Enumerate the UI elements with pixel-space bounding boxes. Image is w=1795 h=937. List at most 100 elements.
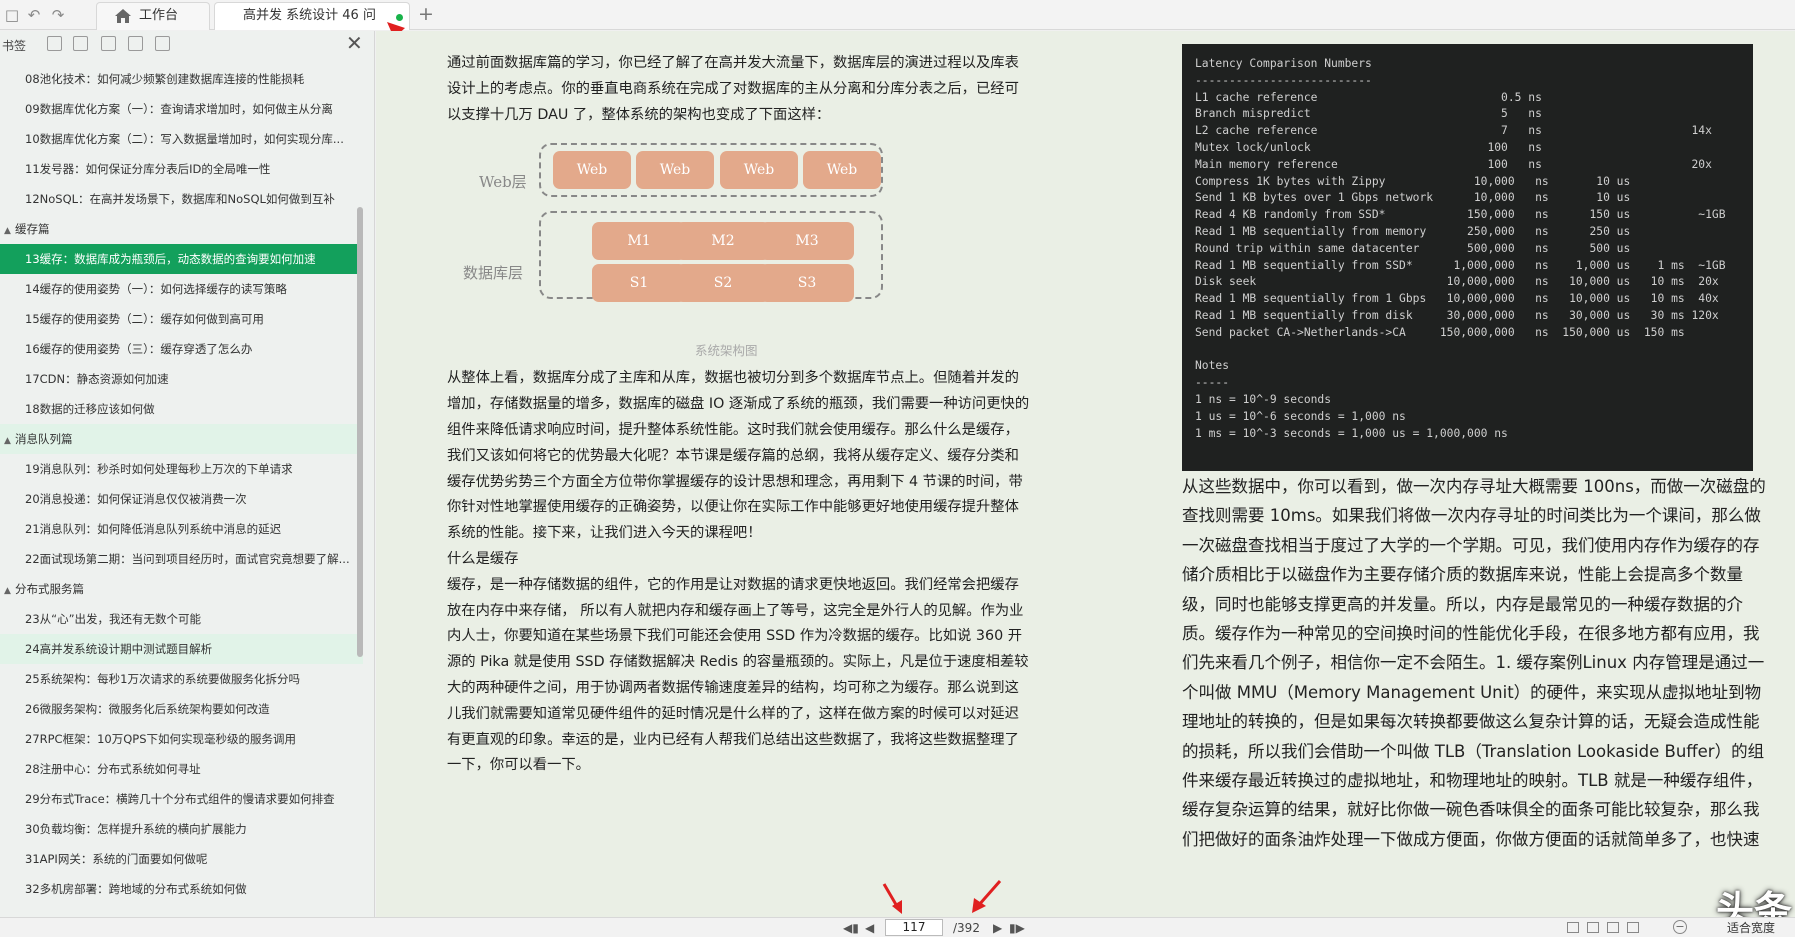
outline-label: 22面试现场第二期：当问到项目经历时，面试官究竟想要了解... <box>25 552 350 566</box>
latency-row: ----- <box>1195 376 1230 390</box>
outline-label: 20消息投递：如何保证消息仅仅被消费一次 <box>25 492 247 506</box>
prev-page-button[interactable]: ◀ <box>865 921 875 935</box>
outline-item[interactable]: 27RPC框架：10万QPS下如何实现毫秒级的服务调用 <box>0 724 363 754</box>
page-left-column: 通过前面数据库篇的学习，你已经了解了在高并发大流量下，数据库层的演进过程以及库表… <box>447 51 1032 779</box>
single-page-view-icon[interactable] <box>1567 922 1579 933</box>
outline-label: 15缓存的使用姿势（二）：缓存如何做到高可用 <box>25 312 264 326</box>
body-paragraph: 从这些数据中，你可以看到，做一次内存寻址大概需要 100ns，而做一次磁盘的查找… <box>1182 477 1766 849</box>
db-layer-label: 数据库层 <box>463 264 524 283</box>
outline-label: 27RPC框架：10万QPS下如何实现毫秒级的服务调用 <box>25 732 297 746</box>
outline-label: 缓存篇 <box>15 222 50 236</box>
first-page-button[interactable]: ◀▮ <box>843 921 859 935</box>
unsaved-dot-icon <box>396 14 403 21</box>
save-icon[interactable]: □ <box>4 6 20 24</box>
two-page-view-icon[interactable] <box>1587 922 1599 933</box>
outline-label: 19消息队列：秒杀时如何处理每秒上万次的下单请求 <box>25 462 293 476</box>
outline-item[interactable]: 13缓存：数据库成为瓶颈后，动态数据的查询要如何加速 <box>0 244 363 274</box>
latency-row: Read 1 MB sequentially from memory 250,0… <box>1195 224 1631 238</box>
collapse-all-icon[interactable] <box>73 36 88 51</box>
outline-item[interactable]: 21消息队列：如何降低消息队列系统中消息的延迟 <box>0 514 363 544</box>
body-paragraph: 从整体上看，数据库分成了主库和从库，数据也被切分到多个数据库节点上。但随着并发的… <box>447 370 1030 542</box>
outline-item[interactable]: 22面试现场第二期：当问到项目经历时，面试官究竟想要了解... <box>0 544 363 574</box>
home-icon <box>115 9 131 23</box>
redo-icon[interactable]: ↷ <box>51 6 65 24</box>
sidebar-scrollbar[interactable] <box>357 207 363 657</box>
web-node: Web <box>720 151 798 190</box>
outline-label: 29分布式Trace：横跨几十个分布式组件的慢请求要如何排查 <box>25 792 335 806</box>
page-number-input[interactable]: 117 <box>885 919 943 936</box>
outline-item[interactable]: 15缓存的使用姿势（二）：缓存如何做到高可用 <box>0 304 363 334</box>
outline-item[interactable]: 26微服务架构：微服务化后系统架构要如何改造 <box>0 694 363 724</box>
latency-row: Latency Comparison Numbers <box>1195 57 1372 70</box>
latency-row: Compress 1K bytes with Zippy 10,000 ns 1… <box>1195 174 1631 188</box>
outline-label: 30负载均衡：怎样提升系统的横向扩展能力 <box>25 822 247 836</box>
outline-item[interactable]: 16缓存的使用姿势（三）：缓存穿透了怎么办 <box>0 334 363 364</box>
outline-item[interactable]: 25系统架构：每秒1万次请求的系统要做服务化拆分吗 <box>0 664 363 694</box>
next-page-button[interactable]: ▶ <box>993 921 1003 935</box>
page-right-column: 从这些数据中，你可以看到，做一次内存寻址大概需要 100ns，而做一次磁盘的查找… <box>1182 472 1774 858</box>
latency-row: Notes <box>1195 359 1230 373</box>
outline-label: 25系统架构：每秒1万次请求的系统要做服务化拆分吗 <box>25 672 300 686</box>
collapse-caret-icon[interactable]: ▲ <box>4 586 11 596</box>
outline-item[interactable]: 30负载均衡：怎样提升系统的横向扩展能力 <box>0 814 363 844</box>
outline-item[interactable]: 20消息投递：如何保证消息仅仅被消费一次 <box>0 484 363 514</box>
outline-item[interactable]: 12NoSQL：在高并发场景下，数据库和NoSQL如何做到互补 <box>0 184 363 214</box>
sidebar-title: 书签 <box>2 39 27 53</box>
outline-item[interactable]: 23从“心”出发，我还有无数个可能 <box>0 604 363 634</box>
watermark: 头条 @追逐仰望星空 <box>1716 888 1795 917</box>
book-view-icon[interactable] <box>1627 922 1639 933</box>
add-bookmark-icon[interactable] <box>128 36 143 51</box>
master-node: M2 <box>676 222 770 261</box>
outline-item[interactable]: 24高并发系统设计期中测试题目解析 <box>0 634 363 664</box>
close-icon[interactable]: ✕ <box>346 31 363 55</box>
collapse-caret-icon[interactable]: ▲ <box>4 226 11 236</box>
outline-item[interactable]: 28注册中心：分布式系统如何寻址 <box>0 754 363 784</box>
web-node: Web <box>636 151 714 190</box>
outline-section[interactable]: ▲消息队列篇 <box>0 424 363 454</box>
latency-row: Branch mispredict 5 ns <box>1195 107 1542 121</box>
outline-item[interactable]: 10数据库优化方案（二）：写入数据量增加时，如何实现分库... <box>0 124 363 154</box>
latency-row: Read 1 MB sequentially from SSD* 1,000,0… <box>1195 258 1726 272</box>
outline-item[interactable]: 18数据的迁移应该如何做 <box>0 394 363 424</box>
expand-all-icon[interactable] <box>47 36 62 51</box>
latency-row: 1 us = 10^-6 seconds = 1,000 ns <box>1195 409 1406 423</box>
outline-item[interactable]: 19消息队列：秒杀时如何处理每秒上万次的下单请求 <box>0 454 363 484</box>
latency-row: Read 1 MB sequentially from disk 30,000,… <box>1195 308 1719 322</box>
latency-row: 1 ns = 10^-9 seconds <box>1195 392 1332 406</box>
outline-item[interactable]: 14缓存的使用姿势（一）：如何选择缓存的读写策略 <box>0 274 363 304</box>
outline-item[interactable]: 08池化技术：如何减少频繁创建数据库连接的性能损耗 <box>0 64 363 94</box>
outline-item[interactable]: 09数据库优化方案（一）：查询请求增加时，如何做主从分离 <box>0 94 363 124</box>
delete-icon[interactable] <box>155 36 170 51</box>
collapse-caret-icon[interactable]: ▲ <box>4 436 11 446</box>
architecture-diagram: Web层 数据库层 Web Web Web Web M1 M2 M3 S1 S2… <box>447 134 1032 364</box>
outline-label: 32多机房部署：跨地域的分布式系统如何做 <box>25 882 247 896</box>
latency-row: Read 4 KB randomly from SSD* 150,000 ns … <box>1195 208 1726 222</box>
bookmark-icon[interactable] <box>101 36 116 51</box>
undo-icon[interactable]: ↶ <box>27 6 41 24</box>
outline-label: 24高并发系统设计期中测试题目解析 <box>25 642 213 656</box>
outline-item[interactable]: 29分布式Trace：横跨几十个分布式组件的慢请求要如何排查 <box>0 784 363 814</box>
outline-item[interactable]: 31API网关：系统的门面要如何做呢 <box>0 844 363 874</box>
tab-workbench[interactable]: 工作台 <box>96 2 210 30</box>
outline-item[interactable]: 11发号器：如何保证分库分表后ID的全局唯一性 <box>0 154 363 184</box>
master-node: M1 <box>592 222 686 261</box>
latency-row: Send packet CA->Netherlands->CA 150,000,… <box>1195 325 1685 339</box>
tab-document[interactable]: 高并发 系统设计 46 问 <box>214 2 410 30</box>
web-layer-box <box>539 143 883 198</box>
outline-section[interactable]: ▲分布式服务篇 <box>0 574 363 604</box>
diagram-caption: 系统架构图 <box>695 343 758 359</box>
latency-row: L1 cache reference 0.5 ns <box>1195 90 1542 104</box>
last-page-button[interactable]: ▮▶ <box>1009 921 1025 935</box>
continuous-view-icon[interactable] <box>1607 922 1619 933</box>
zoom-out-button[interactable]: − <box>1673 920 1687 934</box>
latency-row: Main memory reference 100 ns 20x <box>1195 157 1712 171</box>
zoom-fit-label[interactable]: 适合宽度 <box>1727 921 1776 935</box>
outline-label: 18数据的迁移应该如何做 <box>25 402 155 416</box>
latency-table-image: Latency Comparison Numbers--------------… <box>1182 44 1753 471</box>
outline-item[interactable]: 32多机房部署：跨地域的分布式系统如何做 <box>0 874 363 904</box>
new-tab-button[interactable]: + <box>418 3 434 25</box>
latency-row: -------------------------- <box>1195 73 1372 87</box>
outline-section[interactable]: ▲ 缓存篇 <box>0 214 363 244</box>
outline-item[interactable]: 17CDN：静态资源如何加速 <box>0 364 363 394</box>
